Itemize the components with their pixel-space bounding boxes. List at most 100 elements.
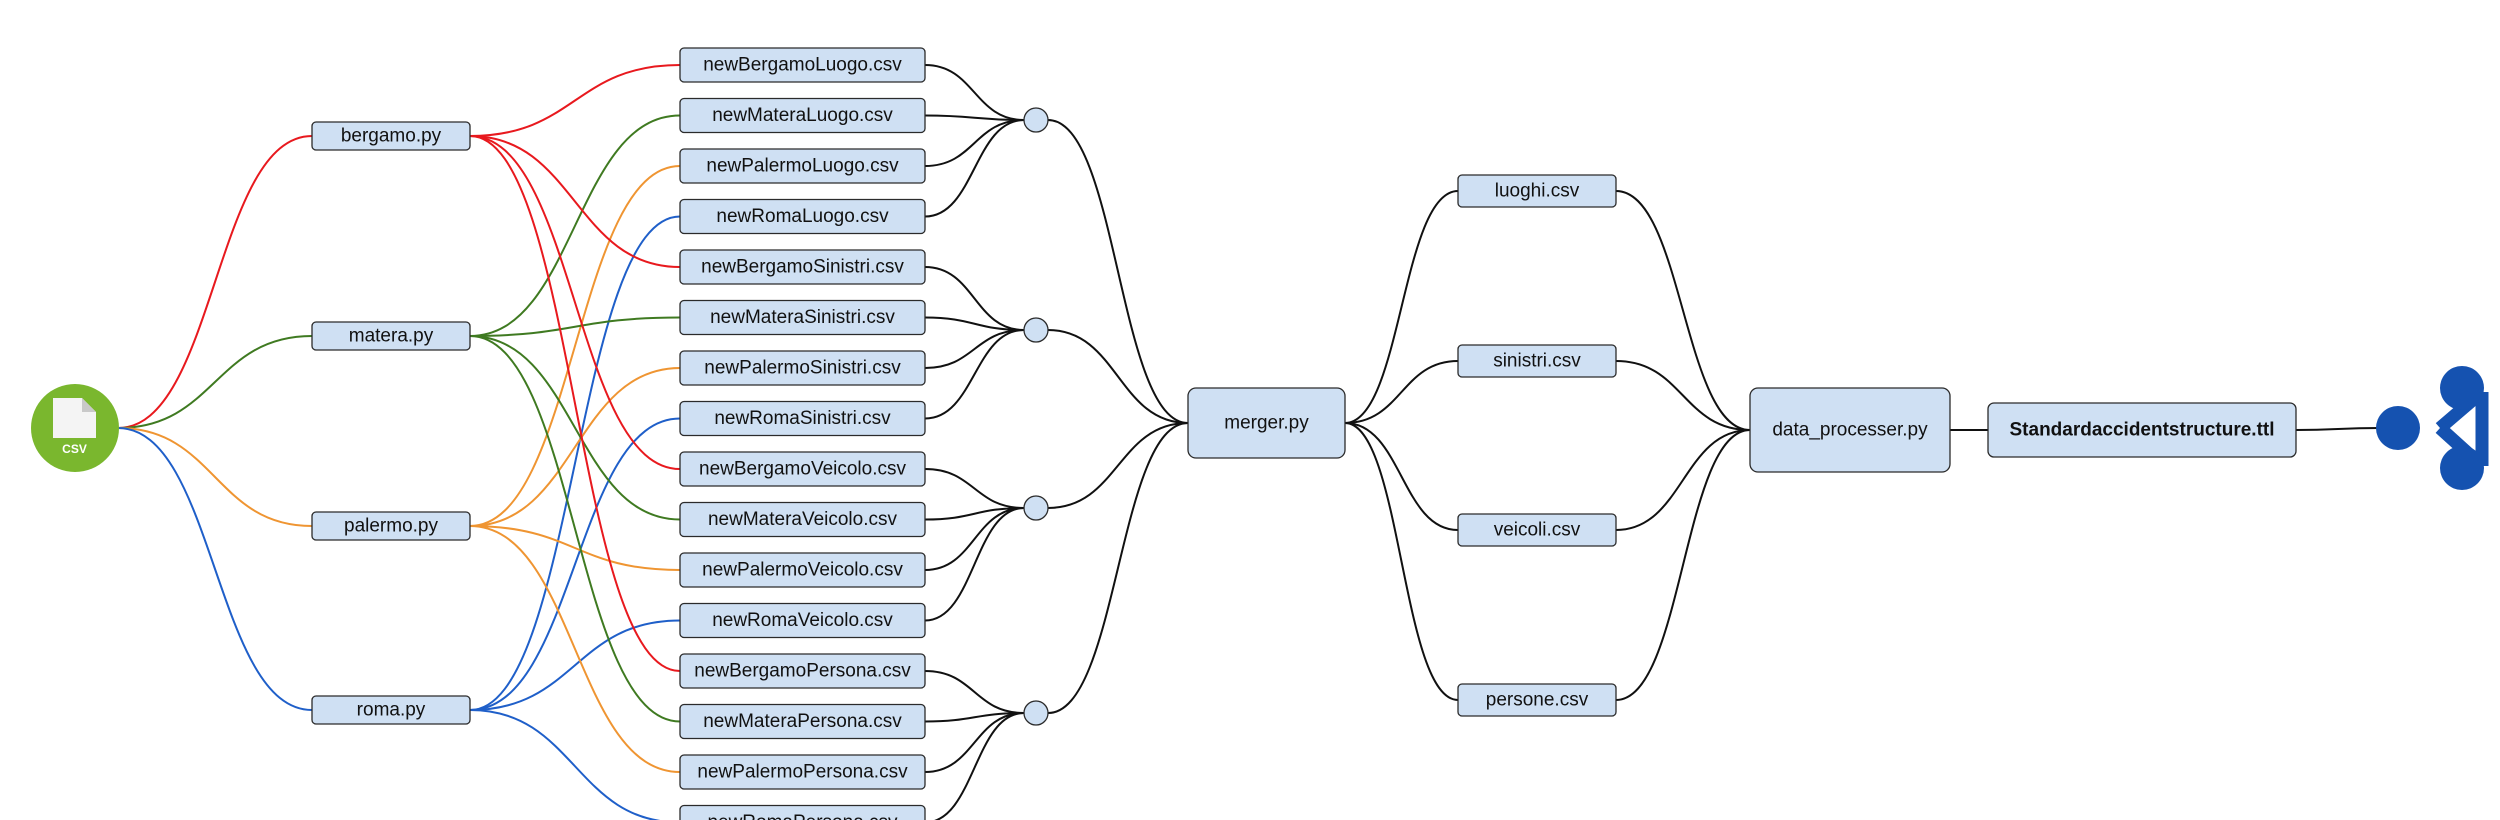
junction-node xyxy=(1023,107,1049,133)
output-csv-node-label: newRomaPersona.csv xyxy=(707,812,898,820)
edge-matera-to-output xyxy=(469,316,681,337)
merged-csv-node-label: veicoli.csv xyxy=(1494,520,1581,541)
output-csv-node: newPalermoPersona.csv xyxy=(679,754,926,790)
output-csv-node-box xyxy=(679,198,926,235)
merger-node: merger.py xyxy=(1187,387,1346,459)
csv-icon-label: CSV xyxy=(62,442,87,456)
output-csv-node-label: newPalermoSinistri.csv xyxy=(704,358,901,379)
edge-matera-to-output xyxy=(469,335,681,521)
output-csv-node-box xyxy=(679,148,926,184)
edge-output-to-junction xyxy=(924,316,1025,331)
output-csv-node: newPalermoLuogo.csv xyxy=(679,148,926,184)
edge-roma-to-output xyxy=(469,709,661,820)
output-csv-node-label: newPalermoVeicolo.csv xyxy=(702,560,903,581)
output-csv-node: newBergamoLuogo.csv xyxy=(679,47,926,83)
output-csv-node: newMateraVeicolo.csv xyxy=(679,501,926,538)
edge-bergamo-to-output xyxy=(469,135,681,268)
processor-node-label: data_processer.py xyxy=(1772,420,1928,441)
output-csv-node-box xyxy=(679,299,926,336)
edge-output-to-junction xyxy=(924,64,1025,121)
merged-csv-node: veicoli.csv xyxy=(1457,513,1617,547)
merged-csv-node-box xyxy=(1457,513,1617,547)
script-node-palermo: palermo.py xyxy=(311,511,471,541)
edge-csv-to-bergamo xyxy=(117,135,313,429)
output-csv-node-label: newRomaVeicolo.csv xyxy=(712,610,893,631)
processor-node-box xyxy=(1749,387,1951,473)
merged-csv-node-label: sinistri.csv xyxy=(1493,351,1581,372)
edge-palermo-to-output xyxy=(469,525,681,571)
output-csv-node-label: newRomaSinistri.csv xyxy=(714,408,891,429)
merged-csv-node-label: persone.csv xyxy=(1486,690,1589,711)
script-node-palermo-box xyxy=(311,511,471,541)
merged-csv-node-box xyxy=(1457,683,1617,717)
output-csv-node-box xyxy=(679,350,926,386)
edge-merged-to-processor xyxy=(1615,360,1751,431)
script-node-matera-label: matera.py xyxy=(349,326,434,347)
merged-csv-node-box xyxy=(1457,344,1617,378)
nodes-layer: bergamo.py matera.py palermo.py roma.py newB… xyxy=(311,47,2297,820)
edge-csv-to-roma xyxy=(117,427,313,711)
output-csv-node: newRomaLuogo.csv xyxy=(679,198,926,235)
edge-roma-to-output xyxy=(469,417,681,711)
result-node-label: Standardaccidentstructure.ttl xyxy=(2010,420,2275,441)
edge-palermo-to-output xyxy=(469,165,681,527)
output-csv-node: newPalermoSinistri.csv xyxy=(679,350,926,386)
edge-junction-to-merger xyxy=(1047,422,1189,714)
merged-csv-node: luoghi.csv xyxy=(1457,174,1617,208)
output-csv-node-box xyxy=(679,653,926,689)
output-csv-node-label: newMateraSinistri.csv xyxy=(710,307,895,328)
edge-merged-to-processor xyxy=(1615,429,1751,701)
output-csv-node-label: newMateraVeicolo.csv xyxy=(708,509,898,530)
output-csv-node-box xyxy=(679,47,926,83)
output-csv-node: newMateraSinistri.csv xyxy=(679,299,926,336)
output-csv-node-box xyxy=(679,602,926,639)
merged-csv-node-box xyxy=(1457,174,1617,208)
script-node-bergamo: bergamo.py xyxy=(311,121,471,151)
edge-output-to-junction xyxy=(924,114,1025,121)
edge-output-to-junction xyxy=(924,119,1025,167)
edge-junction-to-merger xyxy=(1047,329,1189,424)
edge-output-to-junction xyxy=(924,329,1025,420)
output-csv-node-box xyxy=(679,703,926,740)
output-csv-node-box xyxy=(679,451,926,487)
edge-bergamo-to-output xyxy=(469,64,681,137)
edge-palermo-to-output xyxy=(469,525,681,773)
output-csv-node: newBergamoPersona.csv xyxy=(679,653,926,689)
edge-merger-to-merged xyxy=(1344,422,1459,531)
edge-csv-to-matera xyxy=(117,335,313,429)
output-csv-node-label: newPalermoPersona.csv xyxy=(697,762,908,783)
merged-csv-node-label: luoghi.csv xyxy=(1495,181,1580,202)
edge-junction-to-merger xyxy=(1047,119,1189,424)
output-csv-node: newBergamoSinistri.csv xyxy=(679,249,926,285)
output-csv-node-box xyxy=(679,804,926,820)
edge-roma-to-output xyxy=(469,619,681,711)
output-csv-node-label: newPalermoLuogo.csv xyxy=(706,156,899,177)
edge-merged-to-processor xyxy=(1615,190,1751,431)
edge-merged-to-processor xyxy=(1615,429,1751,531)
edge-output-to-junction xyxy=(924,712,1025,773)
script-node-matera: matera.py xyxy=(311,321,471,351)
output-csv-node: newRomaPersona.csv xyxy=(679,804,926,820)
edge-merger-to-merged xyxy=(1344,422,1459,701)
script-node-bergamo-box xyxy=(311,121,471,151)
script-node-roma-box xyxy=(311,695,471,725)
edge-output-to-junction xyxy=(924,329,1025,369)
script-node-roma: roma.py xyxy=(311,695,471,725)
output-csv-node-box xyxy=(679,400,926,437)
output-csv-node-label: newBergamoLuogo.csv xyxy=(703,55,902,76)
output-csv-node-box xyxy=(679,501,926,538)
edge-output-to-junction xyxy=(924,119,1025,218)
edge-junction-to-merger xyxy=(1047,422,1189,509)
result-node: Standardaccidentstructure.ttl xyxy=(1987,402,2297,458)
edge-merger-to-merged xyxy=(1344,190,1459,424)
edge-output-to-junction xyxy=(924,266,1025,331)
output-csv-node-box xyxy=(679,249,926,285)
result-node-box xyxy=(1987,402,2297,458)
output-csv-node-box xyxy=(679,97,926,134)
rdf-graph-icon xyxy=(2376,366,2489,490)
output-csv-node-box xyxy=(679,754,926,790)
edge-output-to-junction xyxy=(924,712,1025,723)
csv-file-icon: CSV xyxy=(31,384,119,472)
junction-node xyxy=(1023,317,1049,343)
